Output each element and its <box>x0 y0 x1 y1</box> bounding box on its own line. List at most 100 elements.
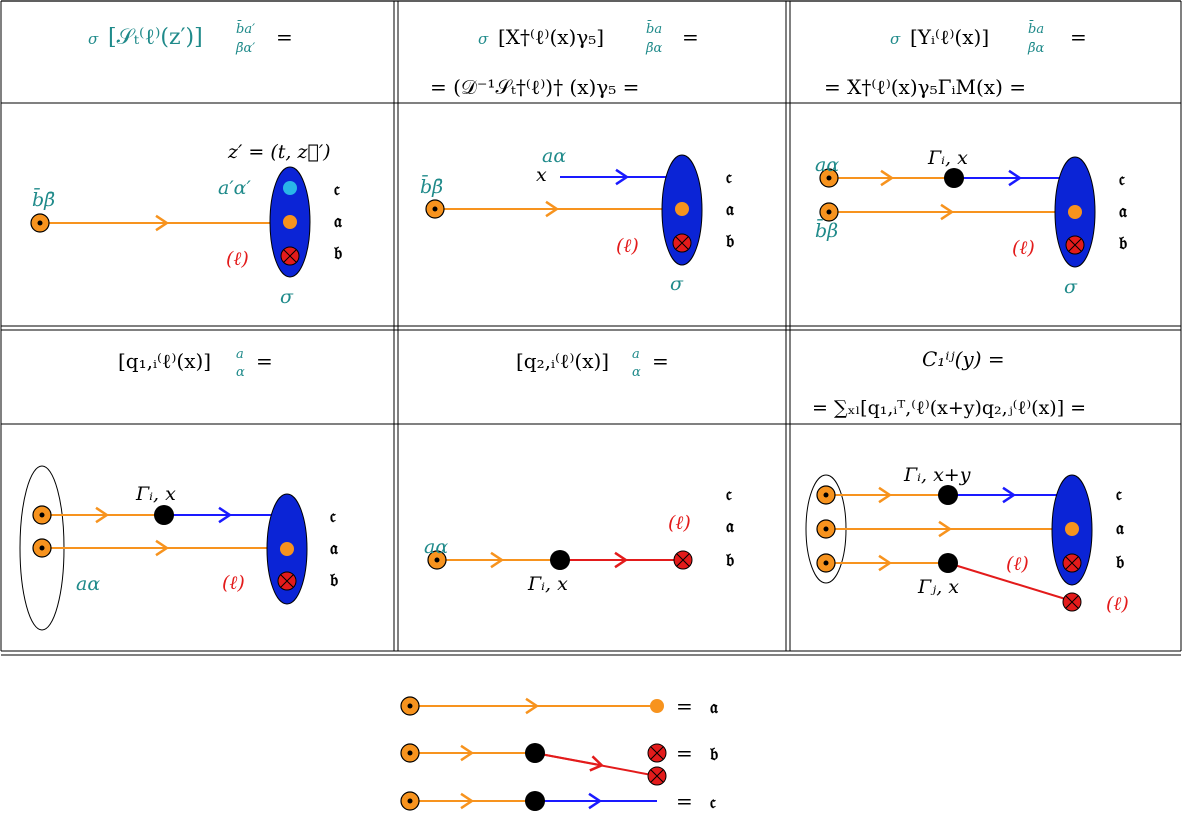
flavor-a: 𝔞 <box>1116 518 1125 539</box>
flavor-a: 𝔞 <box>334 211 343 232</box>
cell-r1c1-diagram: b̄β̄ z′ = (t, z⃗′) a′α′ (ℓ) σ 𝔠 𝔞 𝔟 <box>30 141 343 308</box>
sigma-label: σ <box>890 30 901 48</box>
index-bottom: α <box>632 365 641 380</box>
orange-point <box>650 699 664 713</box>
flavor-c: 𝔠 <box>726 167 732 188</box>
header-r2c2: [q₂,ᵢ⁽ℓ⁾(x)] a α = <box>516 347 669 380</box>
bracket-body: [q₁,ᵢ⁽ℓ⁾(x)] <box>118 349 211 373</box>
flavor-b: 𝔟 <box>1118 233 1127 254</box>
index-top: b̄a <box>646 20 662 37</box>
vertex-black-dot <box>525 791 545 811</box>
flavor-c: 𝔠 <box>726 484 732 505</box>
legend-eq-a: = <box>676 694 693 718</box>
header-line2: = X†⁽ℓ⁾(x)γ₅ΓᵢM(x) = <box>824 75 1026 99</box>
header-r2c1: [q₁,ᵢ⁽ℓ⁾(x)] a α = <box>118 347 273 380</box>
sink-x-icon <box>673 550 693 570</box>
cell-r1c2-diagram: aα x b̄β̄ (ℓ) σ 𝔠 𝔞 𝔟 <box>420 145 735 295</box>
sink-x-icon <box>1062 592 1082 612</box>
label-a-alpha: aα <box>542 145 566 167</box>
label-gamma-i-x: Γᵢ, x <box>927 147 968 169</box>
sigma-label: σ <box>478 30 489 48</box>
index-bottom: β̄α′ <box>235 41 255 56</box>
flavor-b: 𝔟 <box>1115 552 1124 573</box>
index-top: a <box>236 347 244 362</box>
sink-x-icon <box>1065 235 1085 255</box>
header-line2: = (𝒟⁻¹𝒮ₜ†⁽ℓ⁾)† (x)γ₅ = <box>430 75 639 99</box>
source-dot-icon <box>816 485 836 505</box>
vertex-black-dot <box>938 485 958 505</box>
source-dot-icon <box>400 696 420 716</box>
label-ell: (ℓ) <box>616 235 639 257</box>
sink-x-icon <box>647 743 667 763</box>
orange-point <box>283 215 297 229</box>
vertex-black-dot <box>550 550 570 570</box>
cell-r2c1-diagram: Γᵢ, x aα (ℓ) 𝔠 𝔞 𝔟 <box>19 465 339 631</box>
cell-r1c3-diagram: aα Γᵢ, x b̄β (ℓ) σ 𝔠 𝔞 𝔟 <box>815 147 1128 298</box>
legend: = 𝔞 = 𝔟 = 𝔠 <box>400 694 719 813</box>
flavor-b: 𝔟 <box>725 550 734 571</box>
index-top: a <box>632 347 640 362</box>
orange-point <box>675 202 689 216</box>
label-bbar-beta: b̄β̄ <box>420 174 443 198</box>
vertex-black-dot <box>154 505 174 525</box>
label-sigma: σ <box>670 273 684 295</box>
index-bottom: β̄α <box>645 41 663 56</box>
label-sigma: σ <box>1064 276 1078 298</box>
flavor-a: 𝔞 <box>726 516 735 537</box>
index-top: b̄a′ <box>236 20 255 37</box>
equals-sign: = <box>1070 25 1087 49</box>
source-dot-icon <box>400 791 420 811</box>
source-dot-icon <box>30 213 50 233</box>
header-line2: = ∑ₓₗ[q₁,ᵢᵀ,⁽ℓ⁾(x+y)q₂,ⱼ⁽ℓ⁾(x)] = <box>812 397 1086 419</box>
sink-x-icon <box>1062 553 1082 573</box>
equals-sign: = <box>276 25 293 49</box>
sigma-label: σ <box>88 30 99 48</box>
table-grid <box>0 0 1182 656</box>
sink-x-icon <box>280 246 300 266</box>
vertex-black-dot <box>525 743 545 763</box>
orange-point <box>1068 205 1082 219</box>
flavor-c: 𝔠 <box>330 506 336 527</box>
index-top: b̄a <box>1028 20 1044 37</box>
label-ell: (ℓ) <box>668 512 691 534</box>
label-a-alpha: aα <box>76 573 100 595</box>
orange-point <box>280 542 294 556</box>
bracket-body: [q₂,ᵢ⁽ℓ⁾(x)] <box>516 349 609 373</box>
source-dot-icon <box>425 199 445 219</box>
label-a-alpha: aα <box>424 536 448 558</box>
source-dot-icon <box>427 550 447 570</box>
legend-flavor-a: 𝔞 <box>710 697 719 718</box>
header-r2c3: C₁ⁱʲ(y) = = ∑ₓₗ[q₁,ᵢᵀ,⁽ℓ⁾(x+y)q₂,ⱼ⁽ℓ⁾(x)… <box>812 347 1086 419</box>
index-bottom: α <box>236 365 245 380</box>
header-r1c3: σ [Yᵢ⁽ℓ⁾(x)] b̄a β̄α = = X†⁽ℓ⁾(x)γ₅ΓᵢM(x… <box>824 20 1087 99</box>
label-z-prime: z′ = (t, z⃗′) <box>227 141 331 163</box>
equals-sign: = <box>256 349 273 373</box>
sink-x-icon <box>277 571 297 591</box>
flavor-c: 𝔠 <box>1116 484 1122 505</box>
header-r1c1: σ [𝒮ₜ⁽ℓ⁾(z′)] b̄a′ β̄α′ = <box>88 20 293 56</box>
bracket-body: [Yᵢ⁽ℓ⁾(x)] <box>910 25 989 49</box>
label-gamma-i-xy: Γᵢ, x+y <box>903 464 971 486</box>
vertex-black-dot <box>938 553 958 573</box>
label-gamma-j-x: Γⱼ, x <box>917 576 959 598</box>
source-dot-icon <box>32 538 52 558</box>
flavor-a: 𝔞 <box>726 199 735 220</box>
label-ell: (ℓ) <box>1012 237 1035 259</box>
equals-sign: = <box>652 349 669 373</box>
legend-eq-c: = <box>676 789 693 813</box>
flavor-a: 𝔞 <box>330 538 339 559</box>
flavor-a: 𝔞 <box>1119 201 1128 222</box>
label-gamma-i-x: Γᵢ, x <box>135 483 176 505</box>
label-gamma-i-x: Γᵢ, x <box>527 573 568 595</box>
flavor-b: 𝔟 <box>329 570 338 591</box>
label-bbar-beta: b̄β̄ <box>32 187 55 211</box>
legend-flavor-c: 𝔠 <box>710 792 716 813</box>
label-ell: (ℓ) <box>222 572 245 594</box>
legend-flavor-b: 𝔟 <box>709 744 718 765</box>
cell-r2c3-diagram: Γᵢ, x+y Γⱼ, x (ℓ) (ℓ) 𝔠 𝔞 𝔟 <box>805 464 1129 615</box>
label-bbar-beta: b̄β <box>815 218 838 242</box>
source-dot-icon <box>819 168 839 188</box>
equals-sign: = <box>682 25 699 49</box>
flavor-b: 𝔟 <box>333 243 342 264</box>
